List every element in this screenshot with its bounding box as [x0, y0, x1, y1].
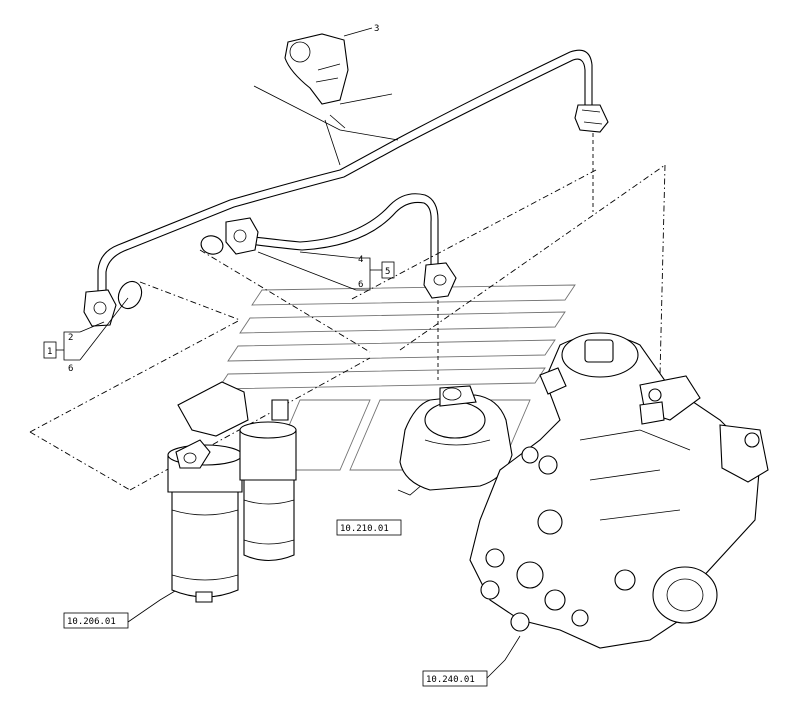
callout-3: 3 [374, 24, 379, 34]
return-pipe-upper [97, 49, 609, 295]
ref-filter[interactable]: 10.206.01 [63, 612, 129, 629]
callout-label-4: 4 [358, 255, 363, 265]
leader-lines [56, 27, 521, 679]
callout-group-1: 1 2 6 [43, 333, 73, 374]
callout-label-5: 5 [385, 267, 390, 277]
ref-injection-pump[interactable]: 10.240.01 [422, 670, 488, 687]
ref-injection-pump-label: 10.240.01 [426, 675, 475, 685]
ref-filter-label: 10.206.01 [67, 617, 116, 627]
o-ring-middle [200, 235, 224, 255]
feed-pump [399, 385, 513, 491]
injection-pump [469, 332, 769, 649]
elbow-connector-3 [284, 33, 349, 105]
fuel-filter-assembly [167, 381, 297, 603]
callout-label-2: 2 [68, 333, 73, 343]
callout-label-1: 1 [47, 347, 52, 357]
o-ring-left [83, 280, 143, 327]
callout-label-6a: 6 [68, 364, 73, 374]
callout-label-3: 3 [374, 24, 379, 34]
ref-feed-pump[interactable]: 10.210.01 [336, 519, 402, 536]
callout-group-5: 5 4 6 [358, 255, 395, 290]
return-pipe-lower [225, 193, 457, 299]
ref-feed-pump-label: 10.210.01 [340, 524, 389, 534]
callout-label-6b: 6 [358, 280, 363, 290]
